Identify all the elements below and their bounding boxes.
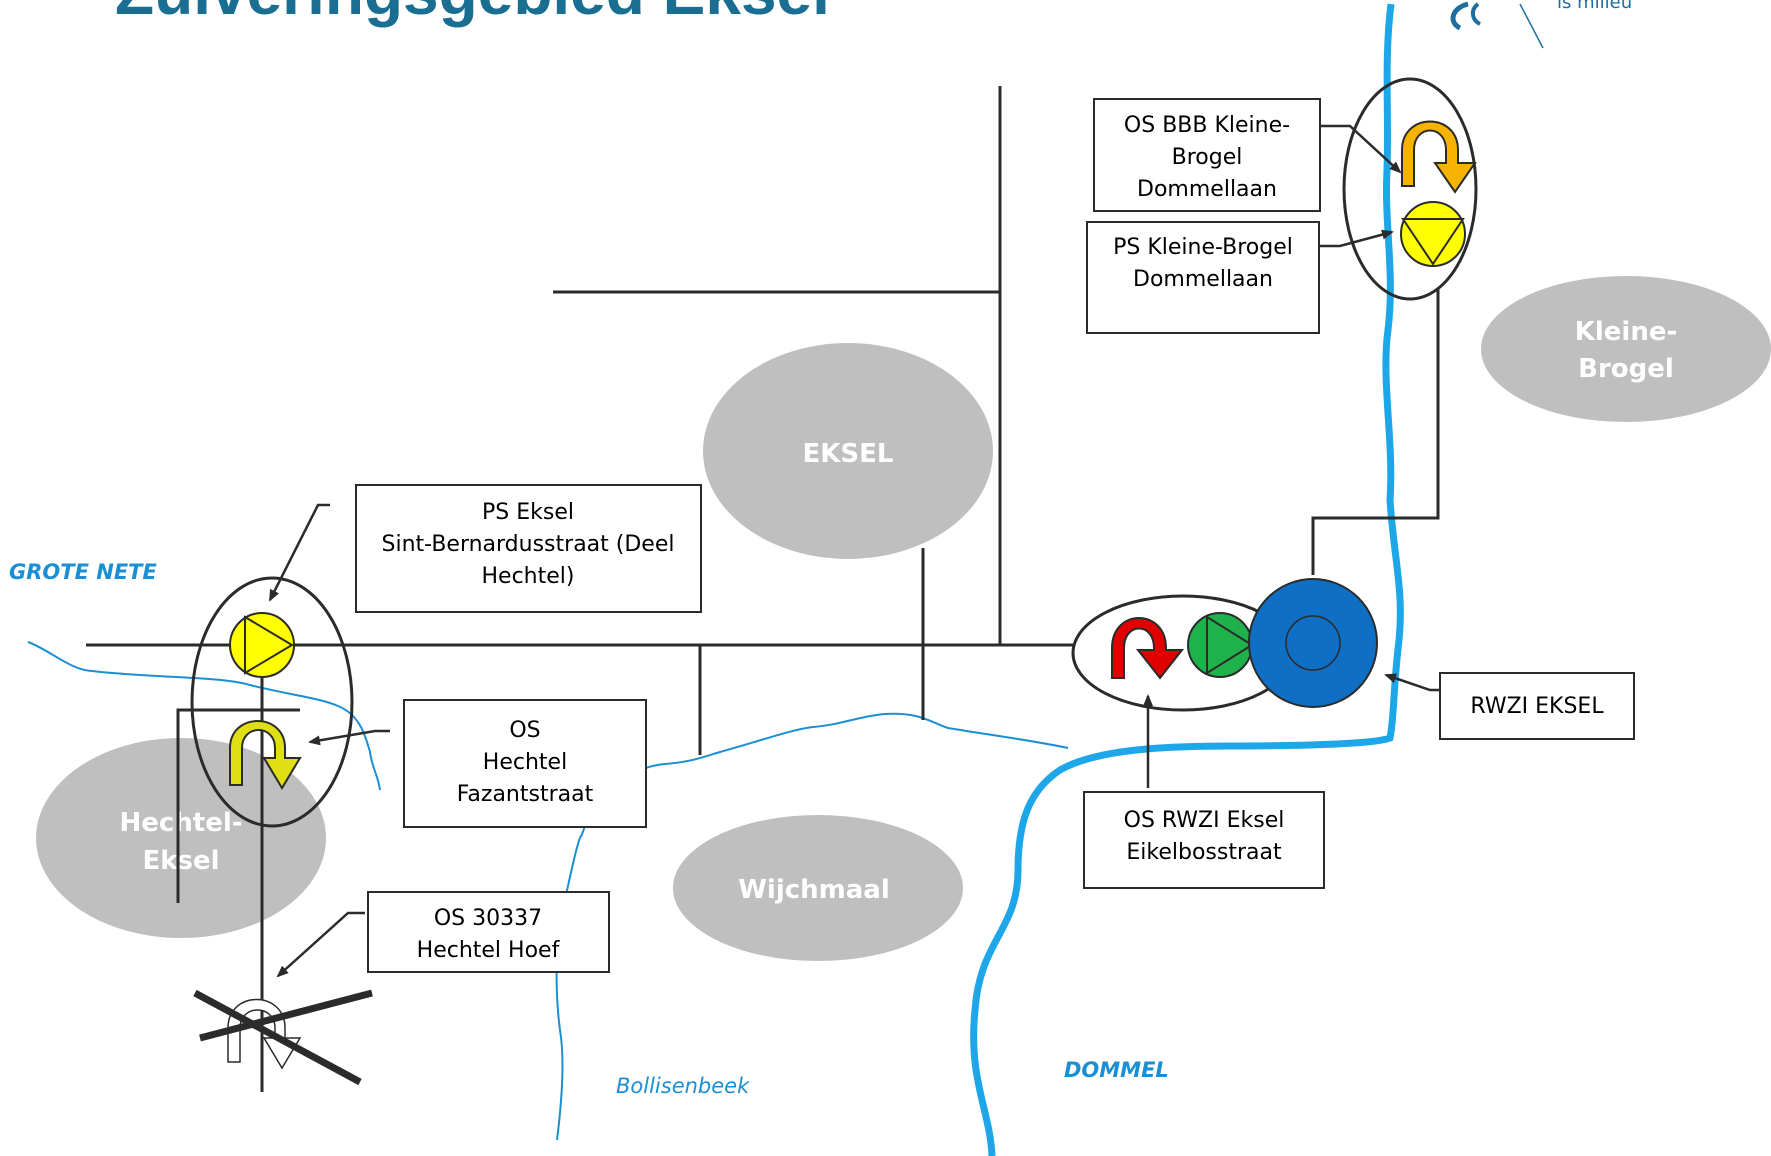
svg-text:OS 30337: OS 30337 — [434, 906, 542, 931]
label-os-hechtel-fazantstraat: OS Hechtel Fazantstraat — [403, 699, 647, 828]
area-eksel — [703, 343, 993, 559]
callout-os-bbb — [1321, 124, 1402, 174]
area-label-eksel: EKSEL — [803, 439, 894, 469]
area-label-hechtel-1: Hechtel- — [119, 808, 242, 838]
settlement-areas — [36, 276, 1771, 961]
logo-text: is milieu — [1557, 0, 1632, 13]
rwzi-eksel-plant-icon — [1248, 578, 1378, 708]
area-label-hechtel-2: Eksel — [142, 846, 219, 876]
svg-text:Fazantstraat: Fazantstraat — [457, 782, 594, 807]
svg-text:Hechtel: Hechtel — [483, 750, 567, 775]
sewer-pipelines — [86, 86, 1440, 1092]
svg-text:OS: OS — [509, 718, 540, 743]
svg-text:Hechtel Hoef: Hechtel Hoef — [417, 938, 561, 963]
label-ps-kleine-brogel: PS Kleine-Brogel Dommellaan — [1086, 221, 1320, 334]
label-rwzi-eksel: RWZI EKSEL — [1439, 672, 1635, 740]
callout-ps-kleine-brogel — [1319, 229, 1394, 248]
river-label-dommel: DOMMEL — [1064, 1058, 1169, 1082]
svg-text:PS Kleine-Brogel: PS Kleine-Brogel — [1113, 235, 1293, 260]
label-ps-eksel: PS Eksel Sint-Bernardusstraat (Deel Hech… — [355, 484, 702, 613]
river-grote-nete — [27, 641, 381, 791]
overflow-bbb-kleine-brogel-icon — [1401, 120, 1477, 194]
svg-text:Dommellaan: Dommellaan — [1137, 177, 1277, 202]
area-label-kleine-brogel-2: Brogel — [1578, 354, 1674, 384]
page-title: Zuiveringsgebied Eksel — [115, 0, 830, 28]
river-label-grote-nete: GROTE NETE — [9, 560, 157, 584]
label-os-bbb-kleine-brogel: OS BBB Kleine- Brogel Dommellaan — [1093, 98, 1321, 212]
area-kleine-brogel — [1481, 276, 1771, 422]
pump-station-eksel-icon — [229, 612, 295, 678]
label-os-30337-hechtel-hoef: OS 30337 Hechtel Hoef — [367, 891, 610, 973]
callout-os-30337 — [276, 911, 365, 978]
svg-text:Brogel: Brogel — [1172, 145, 1243, 170]
river-dommel — [970, 3, 1404, 1156]
overflow-rwzi-eksel-icon — [1111, 617, 1185, 680]
overflow-30337-hechtel-hoef-removed-icon — [193, 989, 373, 1086]
group-hechtel-stations — [190, 576, 354, 828]
pipe-hechtel-branch — [176, 708, 300, 903]
svg-text:Dommellaan: Dommellaan — [1133, 267, 1273, 292]
svg-text:RWZI EKSEL: RWZI EKSEL — [1470, 694, 1604, 719]
callout-rwzi — [1384, 673, 1440, 692]
svg-text:OS BBB Kleine-: OS BBB Kleine- — [1124, 113, 1290, 138]
pump-station-kleine-brogel-icon — [1400, 201, 1466, 267]
callout-ps-eksel — [268, 503, 330, 602]
overflow-hechtel-fazantstraat-icon — [229, 720, 302, 790]
label-os-rwzi-eksel: OS RWZI Eksel Eikelbosstraat — [1083, 791, 1325, 889]
svg-text:Sint-Bernardusstraat (Deel: Sint-Bernardusstraat (Deel — [382, 532, 675, 557]
area-wijchmaal — [673, 815, 963, 961]
area-label-kleine-brogel-1: Kleine- — [1575, 317, 1678, 347]
svg-text:PS Eksel: PS Eksel — [482, 500, 574, 525]
aquafin-logo-icon: is milieu — [1450, 0, 1632, 49]
callout-arrows — [268, 124, 1440, 978]
callout-os-hechtel — [308, 729, 390, 746]
station-groups — [190, 77, 1478, 828]
svg-text:OS RWZI Eksel: OS RWZI Eksel — [1124, 808, 1285, 833]
area-label-wijchmaal: Wijchmaal — [738, 875, 890, 905]
svg-text:Hechtel): Hechtel) — [482, 564, 575, 589]
pipe-kleine-brogel-link — [1311, 288, 1440, 575]
group-kleine-brogel-stations — [1342, 77, 1478, 301]
svg-text:Eikelbosstraat: Eikelbosstraat — [1126, 840, 1282, 865]
pump-station-rwzi-inlet-icon — [1187, 612, 1254, 678]
area-hechtel-eksel — [36, 738, 326, 938]
river-label-bollisenbeek: Bollisenbeek — [616, 1074, 750, 1098]
